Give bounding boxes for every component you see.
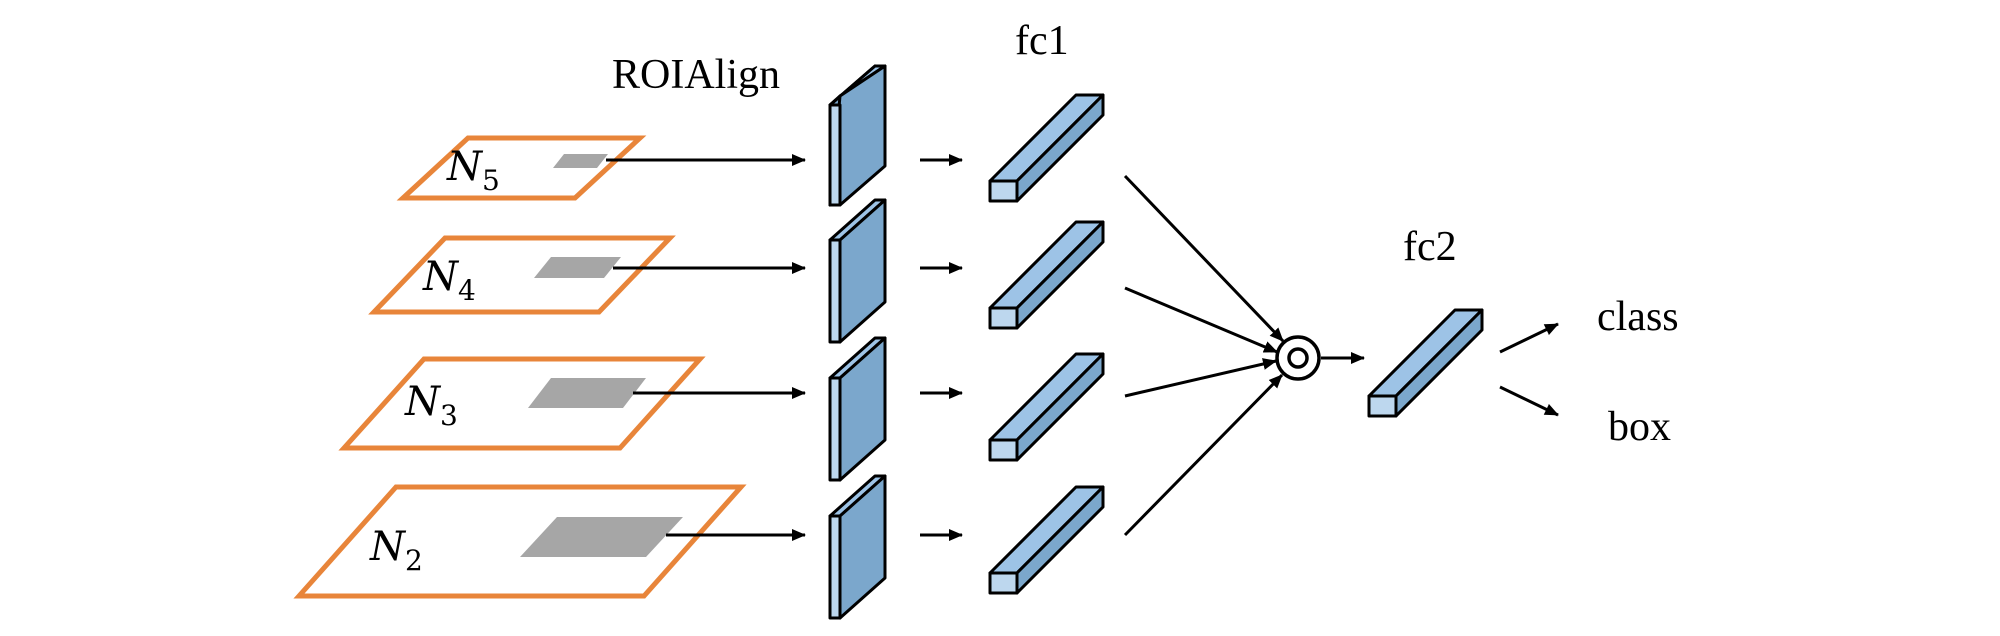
fc2-block	[1367, 308, 1484, 418]
roi-region-n2	[520, 517, 683, 557]
roi-region-n5	[553, 154, 608, 168]
feature-map-n4: N4	[368, 235, 676, 315]
class-output-arrow	[1499, 322, 1559, 354]
roi-region-n3	[528, 378, 646, 408]
roi-projection-arrows	[606, 154, 806, 541]
fc1-label: fc1	[1015, 18, 1069, 64]
roialign-block-n2	[828, 474, 887, 620]
roialign-block-n4	[828, 198, 887, 344]
circled-dot-icon	[1275, 335, 1321, 381]
fusion-input-arrows	[1123, 174, 1285, 537]
box-output-arrow	[1499, 385, 1559, 417]
box-output-label: box	[1608, 404, 1671, 450]
class-output-label: class	[1597, 294, 1679, 340]
fc2-label: fc2	[1403, 224, 1457, 270]
feature-map-n2: N2	[293, 484, 747, 599]
level-label-n2: N2	[369, 524, 423, 577]
fc1-block-n3	[988, 352, 1105, 462]
fc1-block-n4	[988, 220, 1105, 330]
level-label-n3: N3	[404, 379, 458, 432]
roialign-block-n3	[828, 336, 887, 482]
level-label-n4: N4	[422, 254, 476, 307]
roialign-label: ROIAlign	[612, 52, 780, 98]
feature-map-n3: N3	[338, 356, 706, 451]
roi-region-n4	[534, 257, 621, 278]
level-label-n5: N5	[446, 144, 500, 197]
fc1-block-n2	[988, 485, 1105, 595]
feature-map-n5: N5	[396, 135, 647, 201]
align-to-fc1-arrows	[920, 154, 963, 541]
roialign-block-n5	[828, 64, 887, 207]
fc1-block-n5	[988, 93, 1105, 203]
